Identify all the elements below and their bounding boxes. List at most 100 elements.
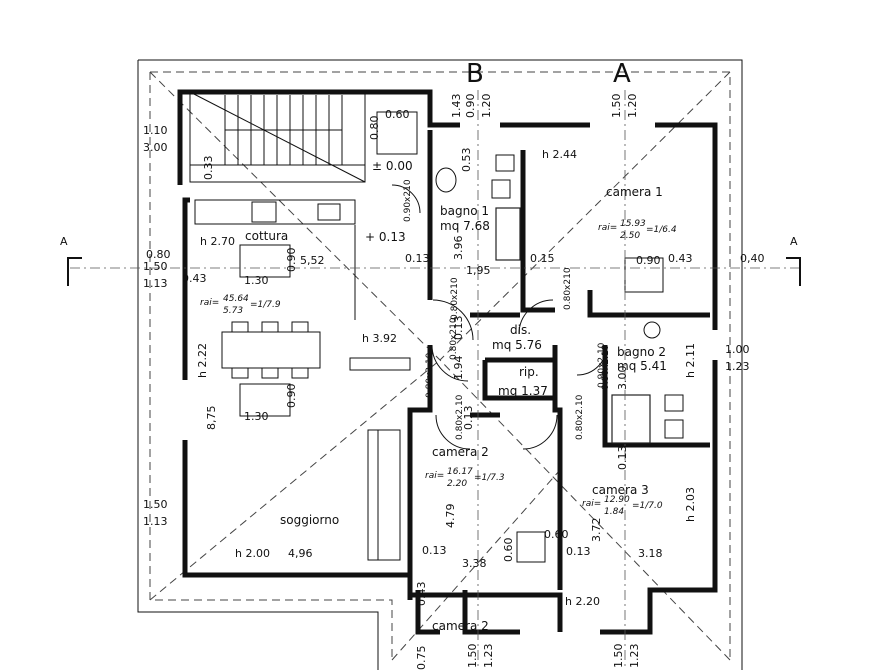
dim-318: 3.18	[638, 547, 663, 560]
dim-left-080: 0.80	[146, 248, 171, 261]
level-plus: + 0.13	[365, 230, 406, 244]
dimension-labels: 1.43 0.90 1.20 1.50 1.20 1.10 3.00 0.80 …	[143, 94, 765, 670]
dim-300: 3.00	[616, 366, 629, 391]
rai-num-camera3: 12.90	[604, 495, 630, 505]
dim-496: 4,96	[288, 547, 313, 560]
dim-372: 3.72	[590, 518, 603, 543]
dim-396: 3.96	[452, 236, 465, 261]
door-swings	[391, 184, 608, 450]
dim-479: 4.79	[444, 504, 457, 529]
door-label-4: 0.80x2.10	[425, 352, 435, 398]
dim-top-b1: 1.43	[450, 94, 463, 119]
rai-den-soggiorno: 5.73	[223, 306, 243, 316]
room-height-soggiorno: h 2.00	[235, 547, 270, 560]
room-area-bagno2: mq 5.41	[617, 359, 667, 373]
room-name-bagno2: bagno 2	[617, 345, 666, 359]
rai-num-soggiorno: 45.64	[223, 294, 249, 304]
rai-ratio-camera2: =1/7.3	[474, 473, 505, 483]
door-label-2: 0.80x210	[450, 277, 460, 320]
dim-013d: 0.13	[616, 446, 629, 471]
dim-123c: 1.23	[482, 644, 495, 669]
rai-den-camera2: 2.20	[447, 479, 467, 489]
dim-top-b2: 0.90	[464, 94, 477, 119]
dim-875: 8,75	[205, 406, 218, 431]
dim-left-113b: 1.13	[143, 515, 168, 528]
room-name-camera1: camera 1	[606, 185, 663, 199]
room-name-cottura: cottura	[245, 229, 288, 243]
roof-outline	[137, 59, 743, 670]
rai-ratios: rai= 15.93 2.50 =1/6.4 rai= 45.64 5.73 =…	[200, 219, 677, 517]
room-name-dis: dis.	[510, 323, 531, 337]
rai-prefix-soggiorno: rai=	[200, 298, 219, 308]
furniture-boxes	[239, 111, 664, 563]
dim-130b: 1.30	[244, 410, 269, 423]
door-label-8: 0.80x210	[449, 317, 459, 360]
dim-090c: 0.90	[636, 254, 661, 267]
bathroom-fixtures	[435, 154, 684, 444]
dim-090b: 0.90	[285, 384, 298, 409]
dim-043b: 0.43	[415, 582, 428, 607]
dim-013f: 0.13	[566, 545, 591, 558]
dim-left-043: 0.43	[182, 272, 207, 285]
dim-013b: 0.13	[452, 316, 465, 341]
dim-top-b3: 1.20	[480, 94, 493, 119]
section-mark-right: A	[790, 235, 798, 248]
room-name-rip: rip.	[519, 365, 539, 379]
axis-label-b: B	[466, 59, 484, 89]
section-mark-left: A	[60, 235, 68, 248]
room-height-cottura: h 2.70	[200, 235, 235, 248]
room-area-dis: mq 5.76	[492, 338, 542, 352]
rai-ratio-camera3: =1/7.0	[632, 501, 663, 511]
dim-013e: 0.13	[422, 544, 447, 557]
room-labels: camera 1 h 2.44 bagno 1 mq 7.68 cottura …	[200, 148, 667, 633]
dim-203: h 2.03	[684, 487, 697, 522]
dim-033: 0.33	[202, 156, 215, 181]
dim-left-300: 3.00	[143, 141, 168, 154]
room-height-camera-bottom: h 2.20	[565, 595, 600, 608]
rai-prefix-camera2: rai=	[425, 471, 444, 481]
dim-060a: 0.60	[385, 108, 410, 121]
section-markers: A A	[60, 235, 801, 286]
dim-right-100: 1.00	[725, 343, 750, 356]
rai-prefix-camera3: rai=	[582, 499, 601, 509]
door-label-9: 0.90x2.10	[597, 342, 607, 388]
dim-150c: 1.50	[466, 644, 479, 669]
room-name-soggiorno: soggiorno	[280, 513, 339, 527]
room-name-bagno1: bagno 1	[440, 204, 489, 218]
dim-552: 5,52	[300, 254, 325, 267]
dim-top-a1: 1.50	[610, 94, 623, 119]
dim-060c: 0.60	[502, 538, 515, 563]
grid-axes	[70, 90, 800, 670]
rai-num-camera2: 16.17	[447, 467, 473, 477]
dim-043a: 0.43	[668, 252, 693, 265]
dim-left-150b: 1.50	[143, 498, 168, 511]
dim-080: 0.80	[368, 116, 381, 141]
dim-338: 3.38	[462, 557, 487, 570]
room-area-rip: mq 1.37	[498, 384, 548, 398]
door-label-7: 0.80x2.10	[575, 394, 585, 440]
dim-195: 1,95	[466, 264, 491, 277]
dim-123d: 1.23	[628, 644, 641, 669]
dim-130a: 1.30	[244, 274, 269, 287]
door-label-5: 0.80x2.10	[601, 344, 611, 390]
dim-013c: 0.13	[462, 406, 475, 431]
door-label-1: 0.90x210	[403, 179, 413, 222]
level-zero: ± 0.00	[372, 159, 413, 173]
door-label-6: 0.80x2.10	[455, 394, 465, 440]
dim-060b: 0.60	[544, 528, 569, 541]
stairs	[189, 91, 366, 183]
dim-075: 0.75	[415, 646, 428, 670]
dim-top-a2: 1.20	[626, 94, 639, 119]
walls	[177, 89, 718, 635]
dim-right-040: 0,40	[740, 252, 765, 265]
dim-013a: 0.13	[405, 252, 430, 265]
rai-den-camera3: 1.84	[604, 507, 624, 517]
dim-211: h 2.11	[684, 343, 697, 378]
dim-150d: 1.50	[612, 644, 625, 669]
room-height-soggiorno-2: h 3.92	[362, 332, 397, 345]
room-height-camera1: h 2.44	[542, 148, 577, 161]
rai-prefix-camera1: rai=	[598, 223, 617, 233]
sofa	[367, 429, 401, 561]
door-labels: 0.90x210 0.80x210 0.80x210 0.80x2.10 0.8…	[403, 179, 611, 440]
